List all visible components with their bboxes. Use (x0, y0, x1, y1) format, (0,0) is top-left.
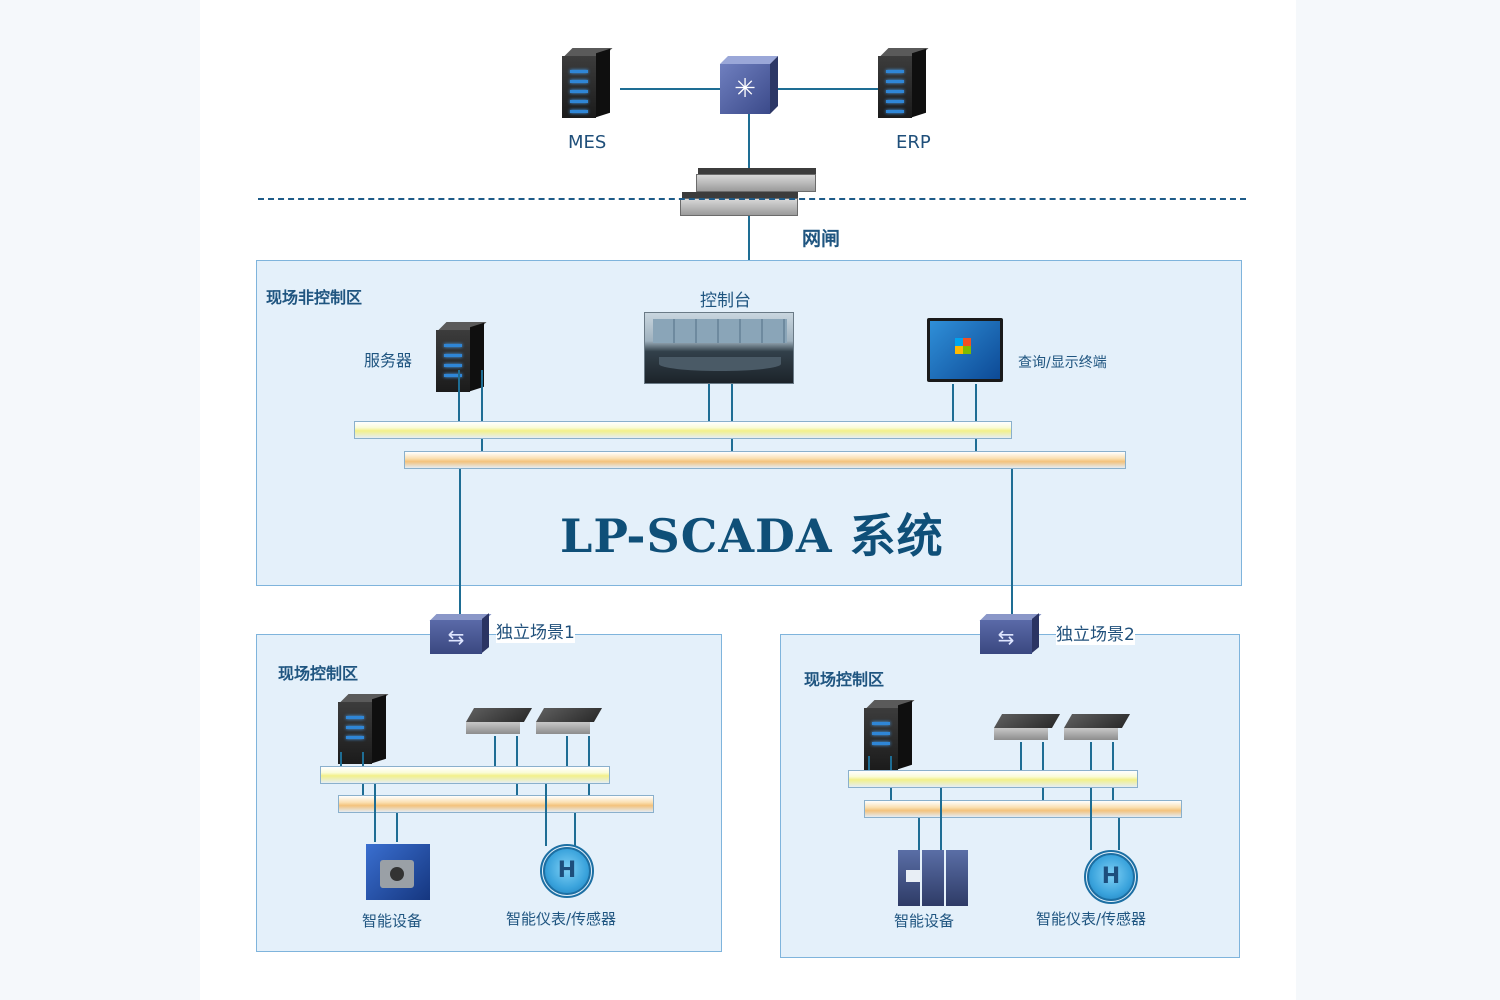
scene1-bus-b (338, 795, 654, 813)
scene2-drop-c (1020, 742, 1022, 772)
network-bus-a (354, 421, 1012, 439)
scene2-drop-a (868, 756, 870, 772)
network-bus-b (404, 451, 1126, 469)
scene2-device-link-2 (940, 788, 942, 852)
scene2-switch-label: 独立场景2 (1056, 620, 1135, 645)
scene1-drop-c (494, 736, 496, 768)
scene2-switch-icon: ⇆ (979, 613, 1042, 654)
scene2-smart-device-image (898, 850, 968, 908)
scene2-drop-e (1090, 742, 1092, 772)
scene1-bus-a (320, 766, 610, 784)
uplink-scene2 (1011, 469, 1013, 617)
gateway-rack-top-2 (682, 192, 798, 198)
mes-server-icon (562, 48, 613, 118)
diagram-canvas: MES ✳ ERP 网闸 现场非控制区 服务器 控制台 查询/显示终端 LP-S… (200, 0, 1296, 1000)
scene1-sensor-ring (540, 844, 594, 898)
terminal-monitor-icon (927, 318, 1003, 382)
scene1-zone-title: 现场控制区 (278, 664, 359, 683)
scene2-sensor-ring (1084, 850, 1138, 904)
gateway-rack-top (698, 168, 816, 174)
scene2-bus-a (848, 770, 1138, 788)
security-boundary-line (258, 198, 1246, 200)
scene1-server-icon (338, 694, 389, 764)
scene2-sensor-label: 智能仪表/传感器 (1036, 910, 1147, 928)
server-label: 服务器 (364, 351, 413, 370)
scene1-sensor-label: 智能仪表/传感器 (506, 910, 617, 928)
erp-server-icon (878, 48, 929, 118)
terminal-label: 查询/显示终端 (1018, 355, 1107, 371)
scene2-controller-1-icon (993, 714, 1061, 744)
server-drop-2 (481, 370, 483, 452)
uplink-scene1 (459, 469, 461, 615)
scene2-zone-title: 现场控制区 (804, 670, 885, 689)
scene1-controller-1-icon (465, 708, 533, 738)
console-label: 控制台 (700, 291, 751, 311)
link-switch-erp (778, 88, 878, 90)
scene2-control-zone (780, 634, 1240, 958)
link-gateway-zone (748, 216, 750, 262)
terminal-drop-1 (952, 384, 954, 422)
scene2-sensor-link-1 (1090, 788, 1092, 850)
gateway-unit-2 (680, 198, 798, 216)
server-drop-1 (458, 370, 460, 422)
link-switch-gateway (748, 112, 750, 170)
core-switch-icon: ✳ (720, 56, 778, 114)
scene1-sensor-link-2 (574, 813, 576, 846)
scene1-sensor-icon: H (543, 847, 591, 895)
scene1-drop-a (340, 752, 342, 768)
link-mes-switch (620, 88, 720, 90)
scene1-switch-label: 独立场景1 (496, 618, 575, 643)
mes-label: MES (568, 132, 607, 153)
scene2-sensor-icon: H (1087, 853, 1135, 901)
scene2-sensor-link-2 (1118, 818, 1120, 850)
non-control-zone-title: 现场非控制区 (266, 288, 363, 307)
scene1-controller-2-icon (535, 708, 603, 738)
system-title: LP-SCADA 系统 (560, 509, 944, 563)
scene2-controller-2-icon (1063, 714, 1131, 744)
scene1-device-link-1 (374, 784, 376, 842)
gateway-label: 网闸 (802, 228, 841, 250)
scene1-drop-e (566, 736, 568, 768)
console-drop-2 (731, 384, 733, 452)
scene1-device-link-2 (396, 813, 398, 842)
scene2-device-link-1 (918, 818, 920, 852)
terminal-drop-2 (975, 384, 977, 452)
scene1-device-label: 智能设备 (362, 912, 423, 930)
scene2-server-icon (864, 700, 915, 770)
console-drop-1 (708, 384, 710, 422)
scene1-switch-icon: ⇆ (429, 613, 492, 654)
control-room-image (644, 312, 794, 384)
zone-server-icon (436, 322, 487, 392)
gateway-icon (696, 174, 816, 192)
scene2-device-label: 智能设备 (894, 912, 955, 930)
scene1-sensor-link-1 (545, 784, 547, 846)
scene2-bus-b (864, 800, 1182, 818)
erp-label: ERP (896, 132, 931, 153)
scene1-control-zone (256, 634, 722, 952)
scene1-smart-device-image (360, 838, 440, 904)
